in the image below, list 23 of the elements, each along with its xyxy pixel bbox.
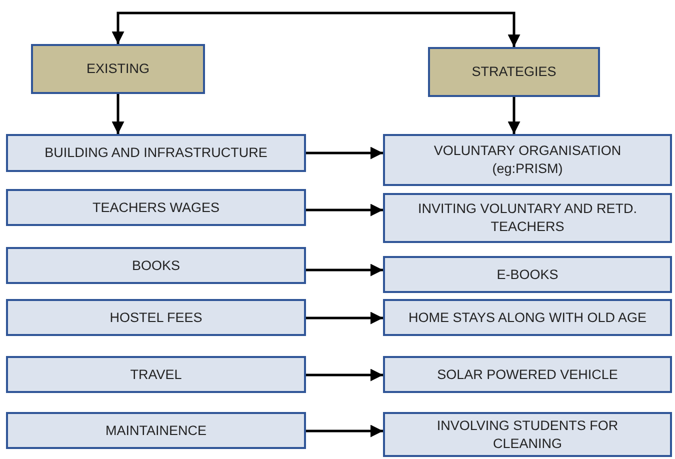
arrow <box>306 312 383 324</box>
process-box: HOSTEL FEES <box>6 299 306 336</box>
arrow <box>306 424 383 438</box>
process-box: E-BOOKS <box>383 256 672 293</box>
process-box: HOME STAYS ALONG WITH OLD AGE <box>383 299 672 336</box>
arrow <box>112 12 520 47</box>
process-box: TEACHERS WAGES <box>6 189 306 226</box>
process-box: BUILDING AND INFRASTRUCTURE <box>6 134 306 172</box>
header-box: EXISTING <box>31 44 205 94</box>
arrow <box>508 97 520 134</box>
process-box: BOOKS <box>6 247 306 284</box>
arrow <box>306 264 383 276</box>
process-box: TRAVEL <box>6 356 306 393</box>
process-box: VOLUNTARY ORGANISATION (eg:PRISM) <box>383 134 672 186</box>
arrow <box>112 94 124 134</box>
process-box: MAINTAINENCE <box>6 412 306 449</box>
process-box: SOLAR POWERED VEHICLE <box>383 356 672 393</box>
process-box: INVITING VOLUNTARY AND RETD. TEACHERS <box>383 193 672 243</box>
arrow <box>306 368 383 382</box>
arrow <box>306 146 383 160</box>
arrow <box>306 204 383 216</box>
header-box: STRATEGIES <box>428 47 600 97</box>
process-box: INVOLVING STUDENTS FOR CLEANING <box>383 412 672 457</box>
